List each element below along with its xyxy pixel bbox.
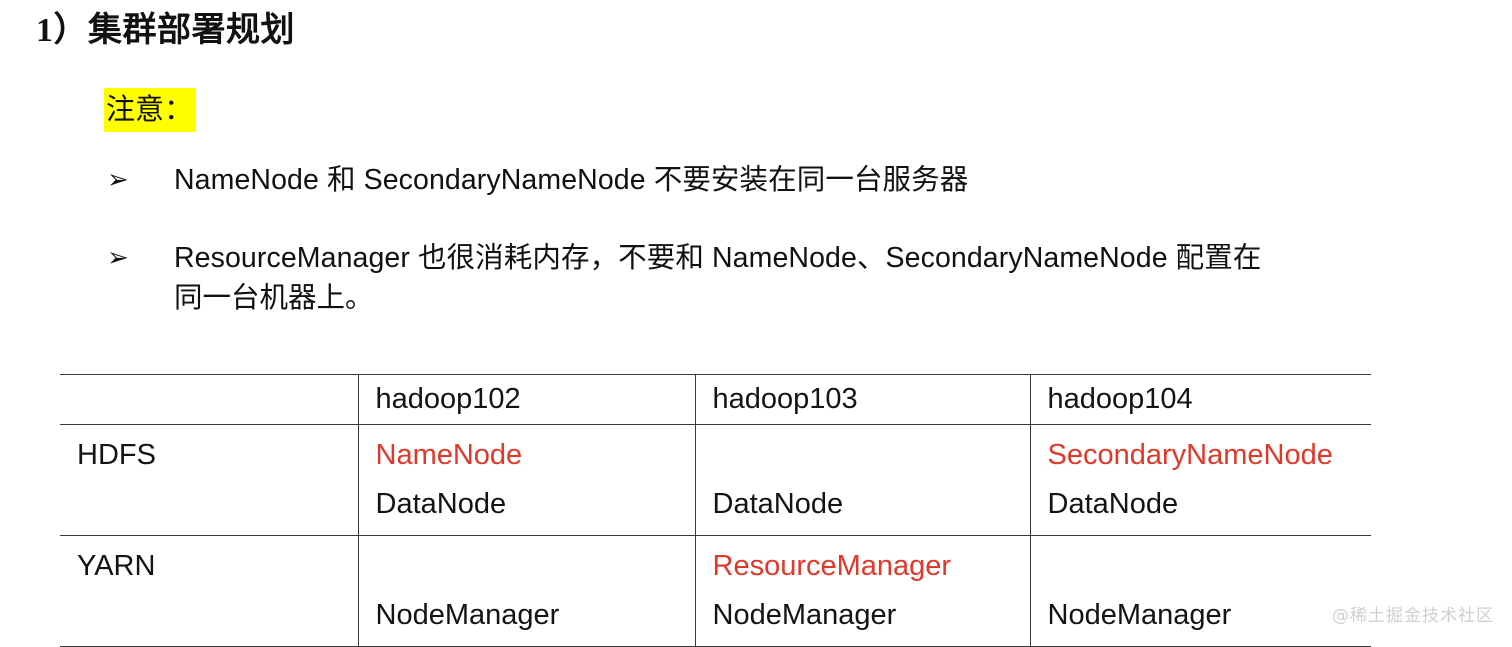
service-name: DataNode — [375, 488, 507, 520]
note-label-highlighted: 注意： — [104, 88, 197, 132]
row-label-hdfs: HDFS — [60, 424, 359, 536]
header-cell-corner — [60, 374, 359, 425]
header-label-hadoop102: hadoop102 — [375, 383, 521, 415]
page-title: 1）集群部署规划 — [36, 12, 295, 49]
service-name: NodeManager — [712, 599, 897, 631]
header-label-hadoop103: hadoop103 — [712, 383, 858, 415]
service-name: DataNode — [1047, 488, 1179, 520]
bullet-text-2-line-1: ResourceManager 也很消耗内存，不要和 NameNode、Seco… — [174, 242, 1262, 274]
header-label-empty — [77, 376, 358, 423]
service-name: NodeManager — [1047, 599, 1232, 631]
service-name: NameNode — [375, 439, 523, 471]
row-label-yarn: YARN — [60, 535, 359, 647]
service-name-empty — [376, 542, 695, 591]
cell-hdfs-hadoop104: SecondaryNameNode DataNode — [1030, 424, 1371, 536]
header-cell-hadoop103: hadoop103 — [695, 374, 1031, 425]
bullet-arrow-icon: ➢ — [107, 243, 129, 273]
bullet-text-2-line-2: 同一台机器上。 — [174, 282, 374, 314]
service-name: DataNode — [712, 488, 844, 520]
service-name: SecondaryNameNode — [1047, 439, 1333, 471]
cell-hdfs-hadoop102: NameNode DataNode — [358, 424, 696, 536]
bullet-item-2: ➢ ResourceManager 也很消耗内存，不要和 NameNode、Se… — [104, 238, 1434, 318]
service-name: ResourceManager — [712, 550, 952, 582]
table-row-yarn: YARN NodeManager ResourceManager NodeMan… — [60, 535, 1372, 647]
table-row-hdfs: HDFS NameNode DataNode DataNode Secondar… — [60, 424, 1371, 536]
cell-yarn-hadoop102: NodeManager — [358, 535, 696, 647]
row-label-text: HDFS — [77, 439, 156, 471]
row-label-text: YARN — [77, 550, 156, 582]
table-header-row: hadoop102 hadoop103 hadoop104 — [60, 374, 1371, 425]
service-name-empty — [1048, 542, 1372, 591]
note-block: 注意： — [104, 88, 197, 132]
bullet-text-1: NameNode 和 SecondaryNameNode 不要安装在同一台服务器 — [174, 164, 969, 196]
cluster-deployment-plan-table: hadoop102 hadoop103 hadoop104 HDFS — [60, 374, 1371, 647]
header-cell-hadoop102: hadoop102 — [358, 374, 696, 425]
cell-yarn-hadoop103: ResourceManager NodeManager — [695, 535, 1031, 647]
header-cell-hadoop104: hadoop104 — [1030, 374, 1371, 425]
cell-yarn-hadoop104: NodeManager — [1030, 535, 1372, 647]
cell-hdfs-hadoop103: DataNode — [695, 424, 1031, 536]
service-name-empty — [713, 431, 1030, 480]
service-name: NodeManager — [375, 599, 560, 631]
header-label-hadoop104: hadoop104 — [1047, 383, 1193, 415]
bullet-arrow-icon: ➢ — [107, 165, 129, 195]
bullet-item-1: ➢ NameNode 和 SecondaryNameNode 不要安装在同一台服… — [104, 160, 1434, 200]
